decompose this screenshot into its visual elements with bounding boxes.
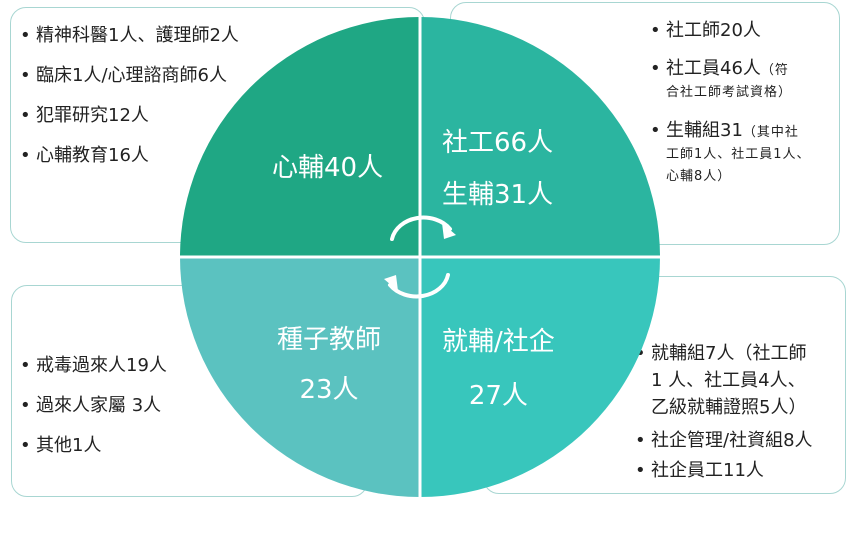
list-item: 過來人家屬 3人	[18, 396, 218, 417]
list-item: 心輔教育16人	[18, 146, 298, 167]
bottom-right-list: 就輔組7人（社工師 1 人、社工員4人、 乙級就輔證照5人） 社企管理/社資組8…	[633, 340, 838, 481]
quadrant-circle-svg	[180, 17, 660, 497]
list-item: 社工師20人	[648, 21, 838, 42]
quadrant-top-left	[180, 17, 420, 257]
list-item: 生輔組31（其中社 工師1人、社工員1人、 心輔8人）	[648, 121, 838, 187]
list-item: 臨床1人/心理諮商師6人	[18, 66, 298, 87]
list-item: 犯罪研究12人	[18, 106, 298, 127]
quadrant-top-left-label: 心輔40人	[272, 153, 384, 183]
quadrant-bottom-right	[420, 257, 660, 497]
quadrant-top-right-label: 社工66人 生輔31人	[442, 128, 554, 210]
quadrant-bottom-right-label: 就輔/社企 27人	[442, 327, 555, 411]
quadrant-bottom-left-label: 種子教師 23人	[277, 325, 382, 405]
bottom-left-list: 戒毒過來人19人 過來人家屬 3人 其他1人	[18, 356, 218, 457]
list-item: 精神科醫1人、護理師2人	[18, 26, 298, 47]
list-item: 其他1人	[18, 436, 218, 457]
list-item: 戒毒過來人19人	[18, 356, 218, 377]
list-item: 社企管理/社資組8人	[633, 431, 838, 452]
quadrant-circle: 心輔40人 社工66人 生輔31人 種子教師 23人 就輔/社企 27人	[180, 17, 660, 497]
quadrant-bottom-left	[180, 257, 420, 497]
list-item: 社企員工11人	[633, 461, 838, 482]
top-right-list: 社工師20人 社工員46人（符 合社工師考試資格） 生輔組31（其中社 工師1人…	[648, 21, 838, 187]
quadrant-top-right	[420, 17, 660, 257]
top-left-list: 精神科醫1人、護理師2人 臨床1人/心理諮商師6人 犯罪研究12人 心輔教育16…	[18, 26, 298, 167]
list-item: 社工員46人（符 合社工師考試資格）	[648, 59, 838, 103]
list-item: 就輔組7人（社工師 1 人、社工員4人、 乙級就輔證照5人）	[633, 340, 838, 421]
cycle-arrows-icon	[384, 215, 456, 299]
